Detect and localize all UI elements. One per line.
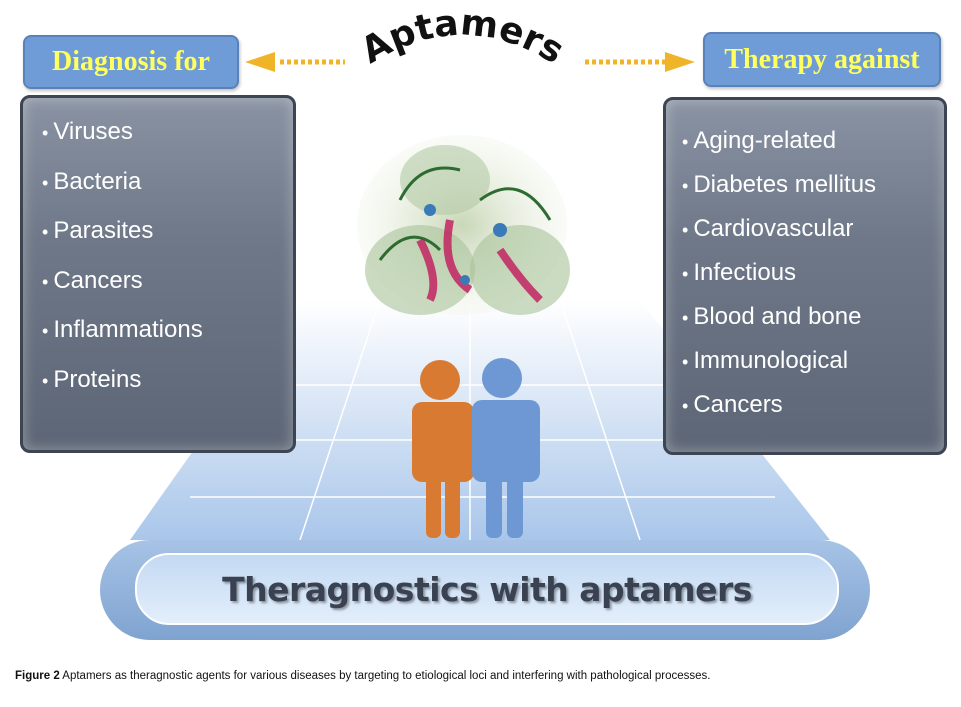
aptamers-title: Aptamers (354, 2, 570, 72)
banner-text: Theragnostics with aptamers (222, 569, 752, 609)
therapy-item: Diabetes mellitus (682, 171, 876, 199)
therapy-item: Cancers (682, 391, 782, 419)
therapy-header: Therapy against (703, 32, 941, 87)
banner: Theragnostics with aptamers (135, 553, 839, 625)
left-arrow-icon (245, 52, 345, 72)
diagnosis-item: Inflammations (42, 316, 202, 344)
caption-text: Aptamers as theragnostic agents for vari… (59, 670, 711, 682)
therapy-item: Infectious (682, 259, 796, 287)
diagnosis-item: Cancers (42, 267, 142, 295)
diagnosis-item: Parasites (42, 217, 153, 245)
person-blue-icon (472, 358, 540, 538)
aptamer-molecule-image (357, 135, 570, 315)
figure-caption: Figure 2 Aptamers as theragnostic agents… (15, 670, 710, 682)
diagnosis-item: Viruses (42, 118, 133, 146)
caption-label: Figure 2 (15, 670, 60, 682)
therapy-item: Aging-related (682, 127, 836, 155)
diagnosis-header: Diagnosis for (23, 35, 239, 89)
right-arrow-icon (585, 52, 695, 72)
therapy-item: Immunological (682, 347, 848, 375)
diagnosis-item: Bacteria (42, 168, 141, 196)
diagnosis-item: Proteins (42, 366, 141, 394)
therapy-item: Blood and bone (682, 303, 861, 331)
person-orange-icon (412, 360, 474, 538)
therapy-item: Cardiovascular (682, 215, 853, 243)
